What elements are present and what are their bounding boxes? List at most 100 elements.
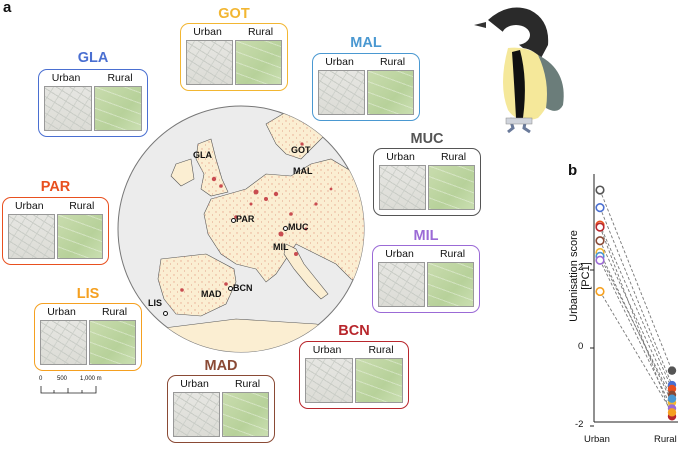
city-panel-gla: Urban Rural xyxy=(38,69,148,137)
rural-point-mal xyxy=(667,394,677,403)
map-label-got: GOT xyxy=(291,145,311,155)
urban-label: Urban xyxy=(325,56,354,68)
urban-map-thumbnail xyxy=(186,40,233,85)
city-title-mil: MIL xyxy=(413,228,439,244)
series-line-lis xyxy=(599,291,673,413)
urban-label: Urban xyxy=(385,248,414,260)
rural-map-thumbnail xyxy=(94,86,142,131)
urban-label: Urban xyxy=(47,306,76,318)
city-title-muc: MUC xyxy=(410,131,444,147)
city-title-mal: MAL xyxy=(350,35,382,51)
series-line-mil xyxy=(599,260,673,409)
y-tick-2: 2 xyxy=(578,262,584,273)
rural-map-thumbnail xyxy=(427,262,474,307)
urban-label: Urban xyxy=(386,151,415,163)
series-line-muc xyxy=(599,189,673,371)
urban-point-gla xyxy=(595,202,605,213)
map-marker-muc xyxy=(283,226,288,231)
urban-map-thumbnail xyxy=(378,262,425,307)
city-title-mad: MAD xyxy=(204,358,238,374)
rural-label: Rural xyxy=(234,378,261,390)
urban-point-bcn xyxy=(595,222,605,232)
urban-map-thumbnail xyxy=(44,86,92,131)
rural-label: Rural xyxy=(379,56,406,68)
rural-point-par xyxy=(667,384,677,394)
city-panel-par: Urban Rural xyxy=(2,197,109,265)
urban-label: Urban xyxy=(193,26,222,38)
map-label-mal: MAL xyxy=(293,166,313,176)
urban-point-mad xyxy=(595,236,605,246)
rural-label: Rural xyxy=(101,306,128,318)
rural-map-thumbnail xyxy=(89,320,136,365)
panel-label-b: b xyxy=(568,162,578,179)
city-title-got: GOT xyxy=(218,6,250,22)
x-tick-rural: Rural xyxy=(654,434,677,445)
urban-map-thumbnail xyxy=(318,70,365,115)
urban-map-thumbnail xyxy=(8,214,55,259)
city-title-par: PAR xyxy=(40,179,71,195)
scale-label-0: 0 xyxy=(39,376,43,382)
urban-label: Urban xyxy=(51,72,81,84)
map-label-mad: MAD xyxy=(201,289,222,299)
city-panel-mil: Urban Rural xyxy=(372,245,480,313)
y-tick-0: 0 xyxy=(578,341,584,352)
map-marker-par xyxy=(231,218,236,223)
city-title-bcn: BCN xyxy=(338,323,370,339)
city-title-gla: GLA xyxy=(77,50,109,66)
rural-point-muc xyxy=(667,366,677,375)
series-line-mad xyxy=(599,240,673,395)
rural-map-thumbnail xyxy=(235,40,282,85)
rural-map-thumbnail xyxy=(428,165,475,210)
urbanisation-score-chart xyxy=(590,174,678,427)
scale-label-1000: 1,000 m xyxy=(80,376,102,382)
urban-map-thumbnail xyxy=(379,165,426,210)
map-label-mil: MIL xyxy=(273,242,289,252)
urban-point-muc xyxy=(595,185,605,195)
city-panel-bcn: Urban Rural xyxy=(299,341,409,409)
rural-map-thumbnail xyxy=(355,358,403,403)
map-label-gla: GLA xyxy=(193,150,212,160)
series-line-par xyxy=(599,224,673,390)
map-marker-bcn xyxy=(228,286,233,291)
urban-map-thumbnail xyxy=(305,358,353,403)
x-tick-urban: Urban xyxy=(584,434,610,445)
urban-map-thumbnail xyxy=(40,320,87,365)
map-marker-lis xyxy=(163,311,168,316)
rural-point-lis xyxy=(667,408,677,417)
series-line-gla xyxy=(599,207,673,386)
city-title-lis: LIS xyxy=(76,286,100,302)
urban-label: Urban xyxy=(180,378,209,390)
rural-label: Rural xyxy=(107,72,133,84)
city-panel-mal: Urban Rural xyxy=(312,53,420,121)
urban-point-lis xyxy=(595,286,605,297)
rural-label: Rural xyxy=(69,200,95,212)
series-line-mal xyxy=(599,256,673,399)
rural-label: Rural xyxy=(368,344,394,356)
rural-map-thumbnail xyxy=(222,392,269,437)
scale-bar: 0 500 1,000 m xyxy=(39,376,110,396)
y-tick-neg2: -2 xyxy=(575,419,584,430)
rural-map-thumbnail xyxy=(367,70,414,115)
map-label-bcn: BCN xyxy=(233,283,253,293)
great-tit-bird-illustration xyxy=(468,0,578,135)
urban-label: Urban xyxy=(312,344,342,356)
rural-label: Rural xyxy=(439,248,466,260)
city-panel-got: Urban Rural xyxy=(180,23,288,91)
city-panel-lis: Urban Rural xyxy=(34,303,142,371)
rural-map-thumbnail xyxy=(56,214,103,259)
map-label-par: PAR xyxy=(236,214,255,224)
series-line-got xyxy=(599,252,673,403)
y-axis-label: Urbanisation score [PC1] xyxy=(568,230,592,322)
map-label-lis: LIS xyxy=(148,298,163,308)
rural-label: Rural xyxy=(247,26,274,38)
city-panel-mad: Urban Rural xyxy=(167,375,275,443)
scale-label-500: 500 xyxy=(57,376,68,382)
europe-map xyxy=(116,104,366,354)
panel-label-a: a xyxy=(3,0,12,16)
urban-point-mil xyxy=(595,255,605,265)
series-line-bcn xyxy=(599,226,673,417)
urban-map-thumbnail xyxy=(173,392,220,437)
urban-label: Urban xyxy=(14,200,44,212)
map-label-muc: MUC xyxy=(288,222,309,232)
